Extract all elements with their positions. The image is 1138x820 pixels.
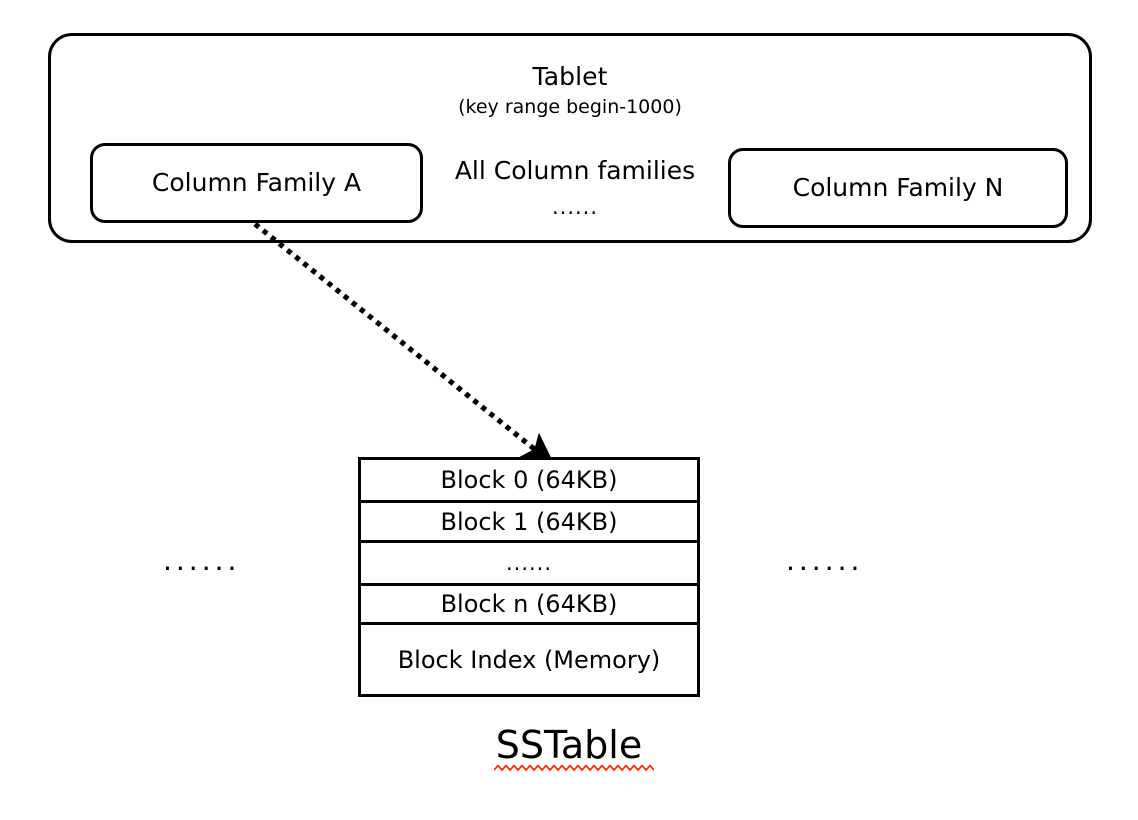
tablet-key-range-subtitle: (key range begin-1000): [458, 96, 682, 118]
sstable-block-index-label: Block Index (Memory): [397, 645, 661, 674]
sstable-caption: SSTable: [0, 722, 1138, 772]
all-column-families-ellipsis: ......: [551, 195, 599, 219]
sstable-left-ellipsis: ......: [163, 544, 241, 577]
table-row: Block Index (Memory): [361, 625, 697, 694]
sstable-caption-text: SSTable: [495, 723, 643, 767]
sstable-row-label: Block 1 (64KB): [440, 507, 618, 536]
all-column-families-caption: All Column families ......: [430, 155, 720, 219]
column-family-n-label: Column Family N: [792, 173, 1004, 202]
sstable-right-ellipsis: ......: [786, 544, 864, 577]
sstable-caption-wrap: SSTable: [493, 722, 654, 772]
sstable-block-table: Block 0 (64KB) Block 1 (64KB) ...... Blo…: [358, 457, 700, 697]
column-family-a-box[interactable]: Column Family A: [90, 143, 423, 223]
table-row: Block 1 (64KB): [361, 503, 697, 543]
table-row: Block n (64KB): [361, 586, 697, 625]
all-column-families-text: All Column families: [454, 156, 696, 185]
sstable-row-label: Block n (64KB): [440, 590, 618, 618]
table-row: ......: [361, 543, 697, 586]
column-family-n-box[interactable]: Column Family N: [728, 148, 1068, 228]
sstable-row-label: Block 0 (64KB): [440, 466, 618, 494]
column-family-a-label: Column Family A: [151, 168, 362, 197]
table-row: Block 0 (64KB): [361, 460, 697, 503]
sstable-row-ellipsis: ......: [505, 551, 553, 575]
tablet-title: Tablet: [532, 62, 608, 91]
spellcheck-squiggle-icon: [493, 764, 654, 772]
